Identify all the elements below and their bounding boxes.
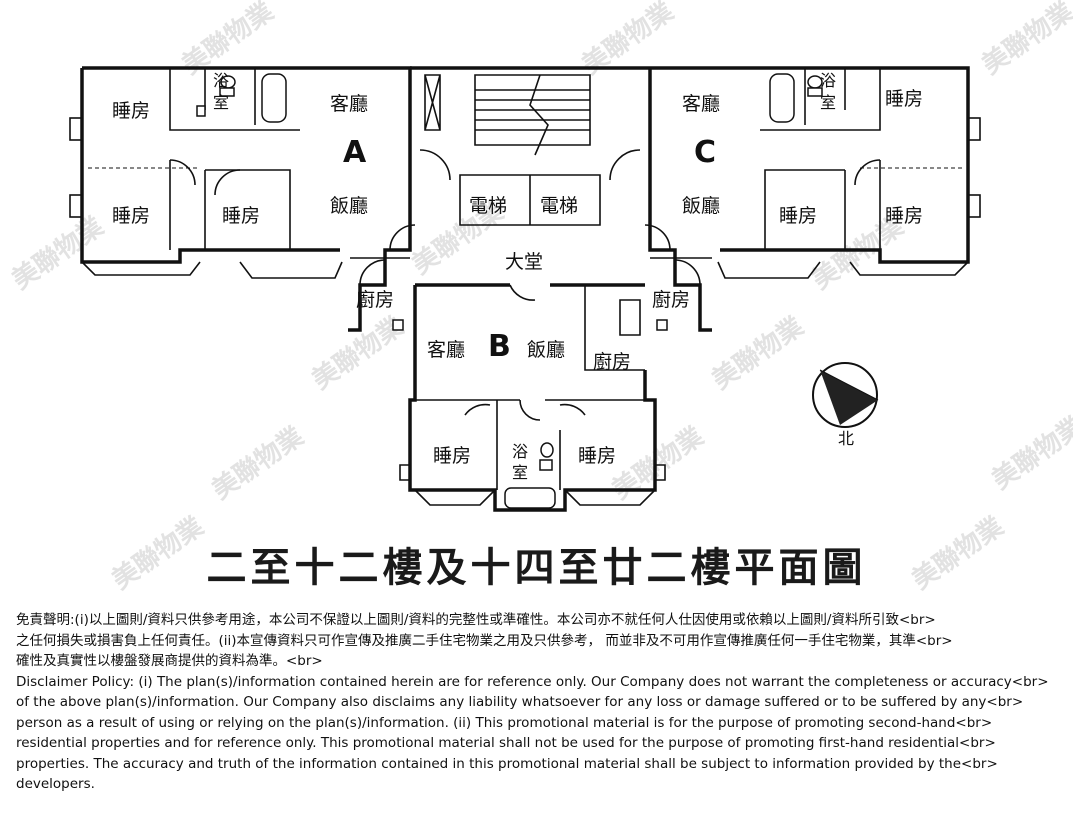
room-label-kitchen: 廚房 [593, 350, 631, 373]
watermark: 美聯物業 [606, 421, 709, 506]
room-label-dining: 飯廳 [527, 339, 565, 361]
room-label-bedroom: 睡房 [112, 100, 150, 122]
room-label-lift: 電梯 [469, 195, 507, 217]
room-label-bath: 室 [820, 93, 836, 112]
watermark: 美聯物業 [706, 311, 809, 396]
room-label-bedroom: 睡房 [222, 205, 260, 227]
room-label-bedroom: 睡房 [779, 205, 817, 227]
disclaimer-en-line: Disclaimer Policy: (i) The plan(s)/infor… [16, 673, 1049, 690]
floor-plan-title: 二至十二樓及十四至廿二樓平面圖 [206, 544, 867, 591]
unit-label-b: B [488, 329, 511, 364]
disclaimer-zh-line: 免責聲明:(i)以上圖則/資料只供參考用途，本公司不保證以上圖則/資料的完整性或… [16, 612, 936, 628]
room-label-lobby: 大堂 [505, 251, 543, 273]
disclaimer-zh-line: 之任何損失或損害負上任何責任。(ii)本宣傳資料只可作宣傳及推廣二手住宅物業之用… [16, 632, 953, 649]
disclaimer-en-line: properties. The accuracy and truth of th… [16, 755, 998, 772]
watermark: 美聯物業 [986, 411, 1073, 496]
room-label-bedroom: 睡房 [885, 205, 923, 227]
floor-plan: 美聯物業 美聯物業 美聯物業 美聯物業 美聯物業 美聯物業 美聯物業 美聯物業 … [6, 0, 1073, 596]
room-label-bath: 室 [512, 463, 528, 482]
room-label-bath: 浴 [820, 71, 836, 90]
watermark: 美聯物業 [976, 0, 1073, 81]
disclaimer-zh-line: 確性及真實性以樓盤發展商提供的資料為準。<br> [16, 653, 323, 669]
room-label-bedroom: 睡房 [578, 445, 616, 467]
room-label-living: 客廳 [682, 93, 720, 115]
north-label: 北 [838, 429, 854, 448]
room-label-living: 客廳 [330, 93, 368, 115]
watermark: 美聯物業 [6, 211, 109, 296]
room-label-kitchen: 廚房 [652, 288, 690, 311]
disclaimer-en-line: residential properties and for reference… [16, 735, 996, 751]
disclaimer-en-line: developers. [16, 776, 95, 792]
north-compass [812, 362, 879, 428]
room-label-bath: 浴 [512, 442, 528, 461]
unit-c [648, 66, 981, 332]
disclaimer-en-line: of the above plan(s)/information. Our Co… [16, 694, 1024, 710]
room-label-dining: 飯廳 [682, 195, 720, 217]
unit-label-c: C [694, 135, 716, 170]
room-label-bedroom: 睡房 [112, 205, 150, 227]
watermark: 美聯物業 [206, 421, 309, 506]
unit-b [399, 285, 666, 512]
room-label-lift: 電梯 [540, 195, 578, 217]
room-label-living: 客廳 [427, 339, 465, 361]
disclaimer: 免責聲明:(i)以上圖則/資料只供參考用途，本公司不保證以上圖則/資料的完整性或… [16, 610, 1066, 795]
room-label-dining: 飯廳 [330, 195, 368, 217]
room-label-bath: 室 [213, 93, 229, 112]
room-label-bedroom: 睡房 [433, 445, 471, 467]
disclaimer-en-line: person as a result of using or relying o… [16, 714, 993, 731]
unit-a [69, 66, 441, 332]
room-label-bedroom: 睡房 [885, 88, 923, 110]
room-label-bath: 浴 [213, 71, 229, 90]
core [389, 66, 671, 301]
unit-label-a: A [343, 135, 367, 170]
room-label-kitchen: 廚房 [356, 288, 394, 311]
